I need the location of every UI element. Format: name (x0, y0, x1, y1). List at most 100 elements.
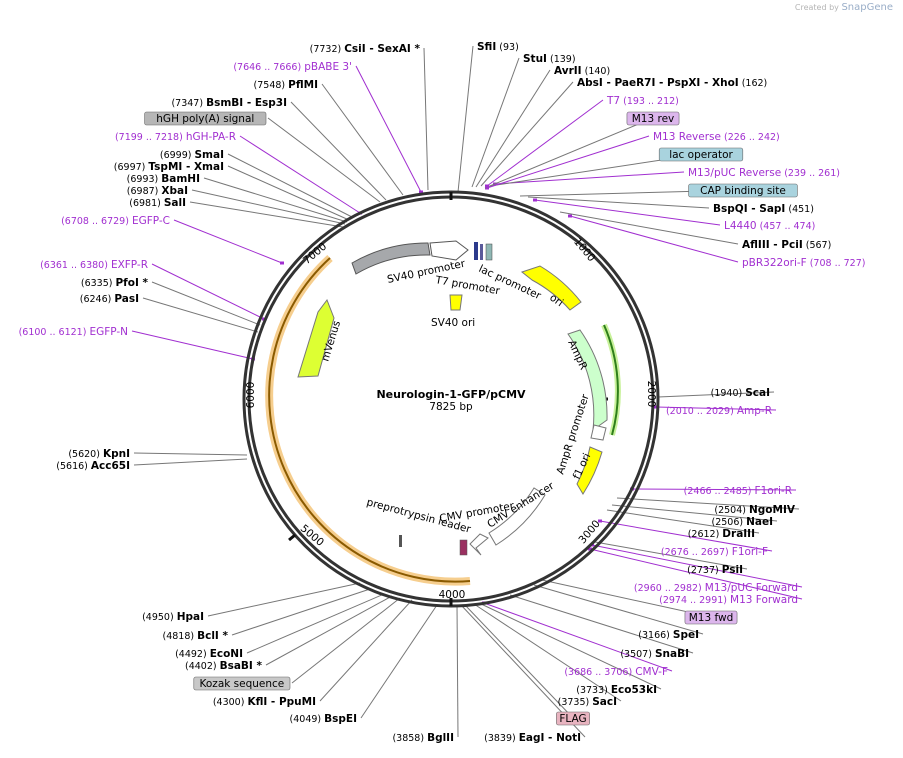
kozak-marker[interactable] (399, 535, 402, 547)
enzyme-label-text[interactable]: (1940) ScaI (711, 387, 770, 399)
f1-ori-feature[interactable] (576, 446, 603, 495)
enzyme-label-text[interactable]: AbsI - PaeR7I - PspXI - XhoI (162) (577, 77, 767, 89)
primer-label-text[interactable]: (7199 .. 7218) hGH-PA-R (115, 131, 236, 143)
feature-label[interactable]: M13 fwd (689, 612, 734, 624)
enzyme-label[interactable]: (4049) BspEI (290, 713, 357, 725)
primer-label-text[interactable]: T7 (193 .. 212) (606, 95, 679, 107)
enzyme-label[interactable]: (6999) SmaI (160, 149, 224, 161)
primer-label-text[interactable]: pBR322ori-F (708 .. 727) (742, 257, 865, 269)
primer-label[interactable]: (2960 .. 2982) M13/pUC Forward (634, 582, 798, 594)
enzyme-label-text[interactable]: (5620) KpnI (68, 448, 130, 460)
primer-label[interactable]: (7199 .. 7218) hGH-PA-R (115, 131, 236, 143)
enzyme-label-text[interactable]: (6987) XbaI (127, 185, 188, 197)
primer-label[interactable]: (2010 .. 2029) Amp-R (666, 405, 772, 417)
feature-label[interactable]: hGH poly(A) signal (156, 113, 254, 125)
enzyme-label-text[interactable]: StuI (139) (523, 53, 576, 65)
enzyme-label-text[interactable]: (4950) HpaI (142, 611, 204, 623)
enzyme-label-text[interactable]: (6335) PfoI * (81, 277, 149, 289)
primer-label[interactable]: (7646 .. 7666) pBABE 3' (233, 61, 352, 73)
enzyme-label-text[interactable]: (2612) DraIII (688, 528, 755, 540)
enzyme-label-text[interactable]: (3507) SnaBI (620, 648, 689, 660)
primer-label-text[interactable]: (6708 .. 6729) EGFP-C (61, 215, 170, 227)
t7-promoter-feature[interactable] (429, 240, 469, 261)
enzyme-label-text[interactable]: (2737) PsiI (687, 564, 743, 576)
enzyme-label-text[interactable]: (4818) BclI * (163, 630, 229, 642)
primer-label-text[interactable]: (2010 .. 2029) Amp-R (666, 405, 772, 417)
enzyme-label-text[interactable]: (5616) Acc65I (56, 460, 130, 472)
enzyme-label[interactable]: (3735) SacI (558, 696, 617, 708)
ori-feature[interactable] (520, 265, 582, 311)
primer-label-text[interactable]: (7646 .. 7666) pBABE 3' (233, 61, 352, 73)
primer-label[interactable]: M13/pUC Reverse (239 .. 261) (688, 167, 840, 179)
primer-label[interactable]: (2974 .. 2991) M13 Forward (659, 594, 798, 606)
cmv-enhancer-feature[interactable] (488, 487, 546, 546)
primer-label[interactable]: (6708 .. 6729) EGFP-C (61, 215, 170, 227)
enzyme-label-text[interactable]: (6997) TspMI - XmaI (114, 161, 224, 173)
enzyme-label[interactable]: (6335) PfoI * (81, 277, 149, 289)
feature-label-box[interactable] (684, 610, 738, 625)
feature-label-box[interactable] (688, 183, 798, 198)
enzyme-label[interactable]: AbsI - PaeR7I - PspXI - XhoI (162) (577, 77, 767, 89)
amp-r-promoter-feature[interactable] (590, 424, 607, 441)
enzyme-label[interactable]: AvrII (140) (554, 65, 610, 77)
enzyme-label[interactable]: SfiI (93) (477, 41, 519, 53)
feature-label-box[interactable] (144, 111, 267, 126)
cap-binding-marker[interactable] (480, 244, 483, 260)
enzyme-label-text[interactable]: (6246) PasI (80, 293, 139, 305)
feature-label[interactable]: CAP binding site (700, 185, 786, 197)
enzyme-label-text[interactable]: (6993) BamHI (127, 173, 200, 185)
enzyme-label-text[interactable]: (3839) EagI - NotI (484, 732, 581, 744)
enzyme-label[interactable]: (1940) ScaI (711, 387, 770, 399)
feature-label[interactable]: Kozak sequence (200, 678, 285, 690)
primer-label-text[interactable]: (6100 .. 6121) EGFP-N (19, 326, 128, 338)
mvenus-feature[interactable] (297, 298, 335, 378)
enzyme-label-text[interactable]: (3735) SacI (558, 696, 617, 708)
enzyme-label[interactable]: (6981) SalI (129, 197, 186, 209)
enzyme-label-text[interactable]: (4300) KflI - PpuMI (213, 696, 316, 708)
primer-label[interactable]: M13 Reverse (226 .. 242) (653, 131, 780, 143)
feature-label-box[interactable] (556, 711, 590, 726)
enzyme-label[interactable]: (6987) XbaI (127, 185, 188, 197)
enzyme-label-text[interactable]: AflIII - PciI (567) (742, 239, 831, 251)
feature-label[interactable]: M13 rev (632, 113, 675, 125)
enzyme-label[interactable]: (4950) HpaI (142, 611, 204, 623)
primer-label[interactable]: T7 (193 .. 212) (606, 95, 679, 107)
enzyme-label-text[interactable]: SfiI (93) (477, 41, 519, 53)
enzyme-label[interactable]: (3507) SnaBI (620, 648, 689, 660)
enzyme-label[interactable]: (6246) PasI (80, 293, 139, 305)
feature-label[interactable]: FLAG (559, 713, 586, 725)
primer-label[interactable]: (2466 .. 2485) F1ori-R (684, 485, 792, 497)
primer-label[interactable]: pBR322ori-F (708 .. 727) (742, 257, 865, 269)
enzyme-label[interactable]: (3858) BglII (392, 732, 454, 744)
enzyme-label[interactable]: (2612) DraIII (688, 528, 755, 540)
primer-label-text[interactable]: M13/pUC Reverse (239 .. 261) (688, 167, 840, 179)
enzyme-label[interactable]: (7732) CsiI - SexAI * (310, 43, 421, 55)
enzyme-label-text[interactable]: BspQI - SapI (451) (713, 203, 814, 215)
enzyme-label-text[interactable]: (7548) PflMI (254, 79, 318, 91)
enzyme-label[interactable]: (5620) KpnI (68, 448, 130, 460)
feature-label-box[interactable] (193, 676, 291, 691)
enzyme-label[interactable]: (7548) PflMI (254, 79, 318, 91)
enzyme-label-text[interactable]: (3858) BglII (392, 732, 454, 744)
enzyme-label-text[interactable]: AvrII (140) (554, 65, 610, 77)
enzyme-label-text[interactable]: (6981) SalI (129, 197, 186, 209)
primer-label[interactable]: (6361 .. 6380) EXFP-R (40, 259, 148, 271)
sv40-ori-feature[interactable] (449, 294, 463, 311)
primer-label-text[interactable]: (2960 .. 2982) M13/pUC Forward (634, 582, 798, 594)
enzyme-label-text[interactable]: (2504) NgoMIV (714, 504, 795, 516)
enzyme-label-text[interactable]: (7732) CsiI - SexAI * (310, 43, 421, 55)
enzyme-label[interactable]: (6997) TspMI - XmaI (114, 161, 224, 173)
enzyme-label-text[interactable]: (4049) BspEI (290, 713, 357, 725)
primer-label[interactable]: (3686 .. 3706) CMV-F (564, 666, 668, 678)
enzyme-label-text[interactable]: (3166) SpeI (638, 629, 699, 641)
enzyme-label-text[interactable]: (6999) SmaI (160, 149, 224, 161)
enzyme-label[interactable]: (4818) BclI * (163, 630, 229, 642)
primer-label-text[interactable]: M13 Reverse (226 .. 242) (653, 131, 780, 143)
enzyme-label[interactable]: (3166) SpeI (638, 629, 699, 641)
enzyme-label[interactable]: StuI (139) (523, 53, 576, 65)
enzyme-label[interactable]: (3733) Eco53kI (576, 684, 657, 696)
enzyme-label[interactable]: (3839) EagI - NotI (484, 732, 581, 744)
enzyme-label[interactable]: (4300) KflI - PpuMI (213, 696, 316, 708)
enzyme-label-text[interactable]: (2506) NaeI (711, 516, 773, 528)
primer-label-text[interactable]: (2466 .. 2485) F1ori-R (684, 485, 792, 497)
